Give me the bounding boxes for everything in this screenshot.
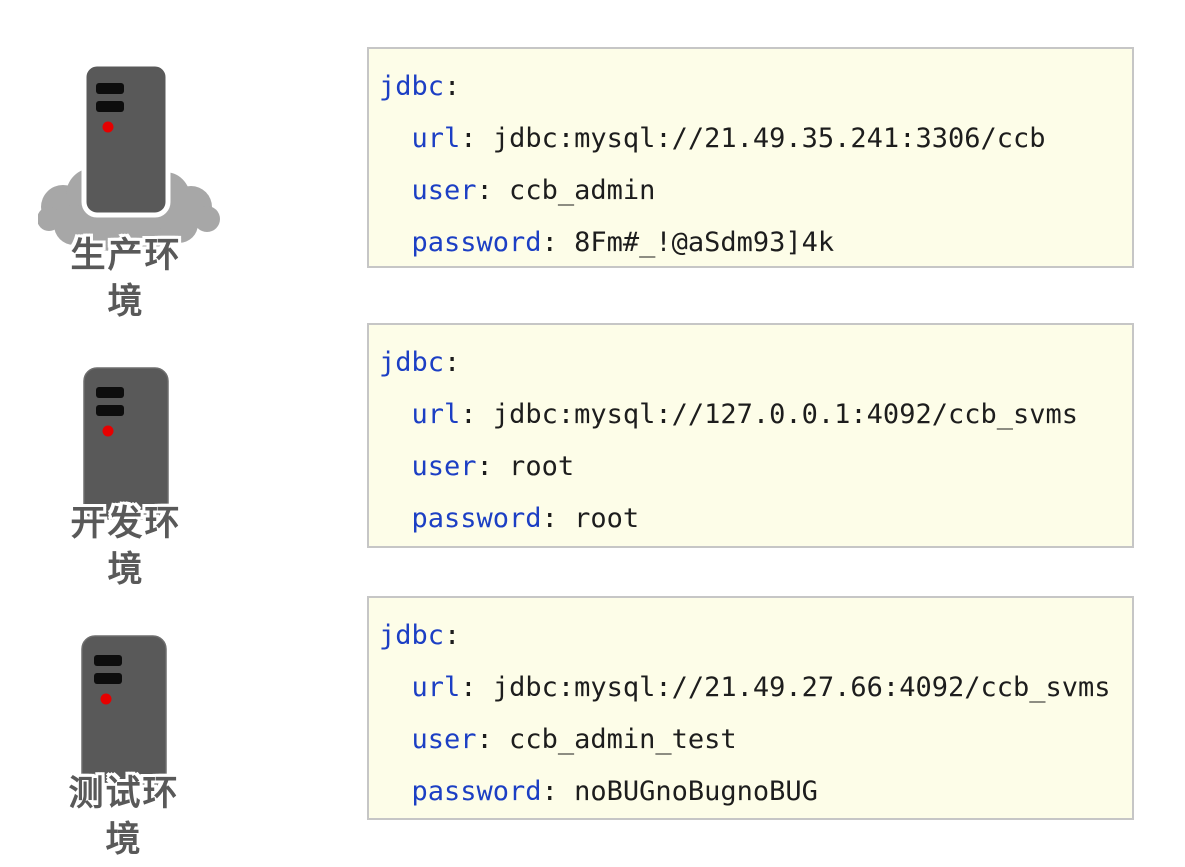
yaml-value: : jdbc:mysql://127.0.0.1:4092/ccb_svms [460,399,1079,430]
yaml-key: url [411,123,461,154]
yaml-key: password [411,503,542,534]
yaml-value: : jdbc:mysql://21.49.27.66:4092/ccb_svms [460,672,1111,703]
yaml-value: : [444,347,461,378]
yaml-line: url: jdbc:mysql://127.0.0.1:4092/ccb_svm… [379,389,1120,441]
yaml-key: user [411,451,477,482]
env-label-development: 开发环 境 [70,504,182,589]
server-icon [83,367,169,520]
yaml-key: jdbc [379,71,445,102]
drive-slot [96,405,124,416]
yaml-key: url [411,672,461,703]
yaml-line: jdbc: [379,337,1120,389]
yaml-value: : root [541,503,640,534]
yaml-key: url [411,399,461,430]
power-led [102,121,114,133]
yaml-value: : root [476,451,575,482]
yaml-line: password: noBUGnoBugnoBUG [379,766,1120,818]
jdbc-config-development: jdbc: url: jdbc:mysql://127.0.0.1:4092/c… [367,323,1134,548]
yaml-line: jdbc: [379,61,1120,113]
drive-slot [94,673,122,684]
yaml-value: : [444,620,461,651]
yaml-value: : ccb_admin_test [476,724,737,755]
env-label-production: 生产环 境 [70,236,182,321]
yaml-line: user: ccb_admin_test [379,714,1120,766]
env-label-testing: 测试环 境 [68,774,180,859]
yaml-value: : [444,71,461,102]
yaml-key: password [411,227,542,258]
yaml-key: user [411,724,477,755]
yaml-line: jdbc: [379,610,1120,662]
drive-slot [94,655,122,666]
yaml-key: user [411,175,477,206]
yaml-value: : jdbc:mysql://21.49.35.241:3306/ccb [460,123,1046,154]
yaml-value: : 8Fm#_!@aSdm93]4k [541,227,835,258]
yaml-key: password [411,776,542,807]
server-icon [81,635,167,788]
power-led [100,693,112,705]
jdbc-config-testing: jdbc: url: jdbc:mysql://21.49.27.66:4092… [367,596,1134,820]
yaml-line: password: root [379,493,1120,545]
drive-slot [96,387,124,398]
drive-slot [96,101,124,112]
yaml-line: url: jdbc:mysql://21.49.35.241:3306/ccb [379,113,1120,165]
jdbc-config-production: jdbc: url: jdbc:mysql://21.49.35.241:330… [367,47,1134,268]
yaml-key: jdbc [379,347,445,378]
yaml-line: user: root [379,441,1120,493]
drive-slot [96,83,124,94]
yaml-line: url: jdbc:mysql://21.49.27.66:4092/ccb_s… [379,662,1120,714]
yaml-value: : noBUGnoBugnoBUG [541,776,818,807]
yaml-value: : ccb_admin [476,175,656,206]
yaml-line: password: 8Fm#_!@aSdm93]4k [379,217,1120,269]
yaml-key: jdbc [379,620,445,651]
yaml-line: user: ccb_admin [379,165,1120,217]
server-cloud-icon [38,61,220,251]
power-led [102,425,114,437]
